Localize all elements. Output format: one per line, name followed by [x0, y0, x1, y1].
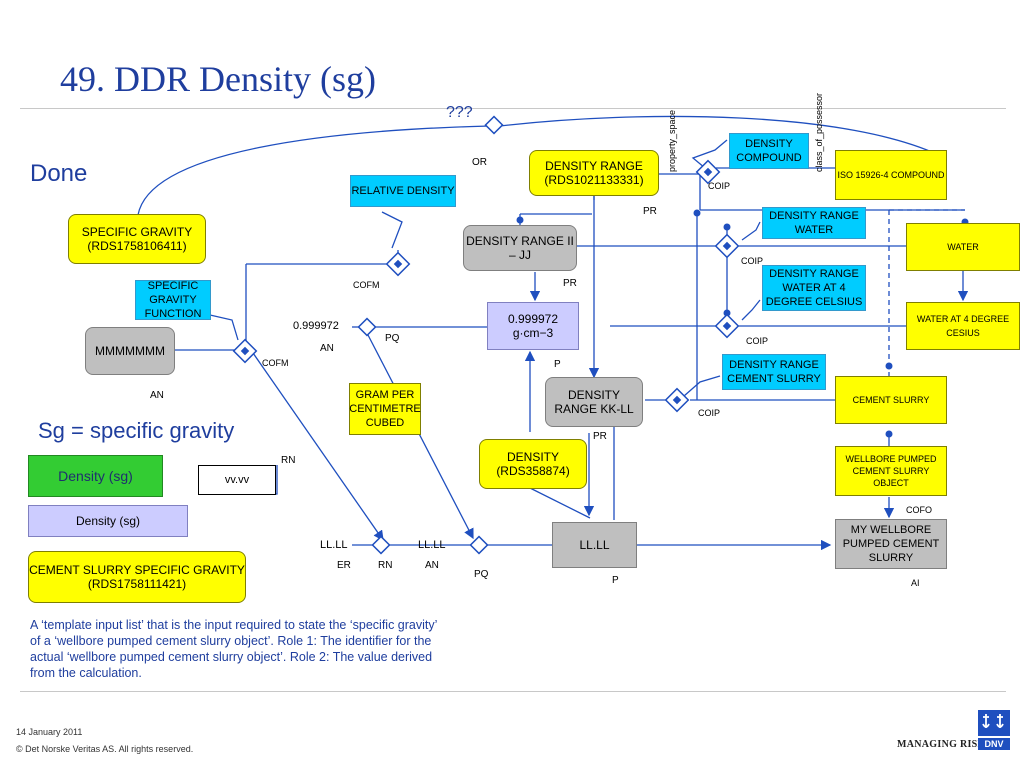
or-label: OR [472, 157, 487, 168]
rn-label: RN [378, 560, 393, 571]
coip-label: COIP [741, 256, 764, 266]
mmmm-box[interactable]: MMMMMMM [85, 327, 175, 375]
cofm-label: COFM [353, 280, 380, 290]
explanation-note: A ‘template input list’ that is the inpu… [30, 618, 437, 680]
cement-sg-box[interactable]: CEMENT SLURRY SPECIFIC GRAVITY (RDS17581… [28, 551, 246, 603]
water4-box[interactable]: WATER AT 4 DEGREE CESIUS [906, 302, 1020, 350]
sg-definition: Sg = specific gravity [38, 418, 235, 443]
density-sg-lav-box[interactable]: Density (sg) [28, 505, 188, 537]
ll-label: LL.LL [418, 539, 446, 551]
density-rds-box[interactable]: DENSITY (RDS358874) [479, 439, 587, 489]
title-divider [20, 108, 1006, 109]
footer-copyright: © Det Norske Veritas AS. All rights rese… [16, 744, 194, 754]
pr-label: PR [593, 431, 607, 442]
my-wellbore-box[interactable]: MY WELLBORE PUMPED CEMENT SLURRY [835, 519, 947, 569]
value-gcm3-box[interactable]: 0.999972 g·cm−3 [487, 302, 579, 350]
iso-compound-box[interactable]: ISO 15926-4 COMPOUND [835, 150, 947, 200]
cofo-label: COFO [906, 505, 932, 515]
pr-label: PR [643, 206, 657, 217]
water-box[interactable]: WATER [906, 223, 1020, 271]
cement-slurry-box[interactable]: CEMENT SLURRY [835, 376, 947, 424]
density-compound-box[interactable]: DENSITY COMPOUND [729, 133, 809, 169]
p-label: P [612, 575, 619, 586]
page-title: 49. DDR Density (sg) [60, 59, 376, 99]
p-label: P [554, 359, 561, 370]
relative-density-box[interactable]: RELATIVE DENSITY [350, 175, 456, 207]
density-range-box[interactable]: DENSITY RANGE (RDS1021133331) [529, 150, 659, 196]
value-label: 0.999972 [293, 320, 339, 332]
an-label: AN [320, 343, 334, 354]
pq-label: PQ [385, 333, 400, 344]
wellbore-object-box[interactable]: WELLBORE PUMPED CEMENT SLURRY OBJECT [835, 446, 947, 496]
sg-function-box[interactable]: SPECIFIC GRAVITY FUNCTION [135, 280, 211, 320]
done-label: Done [30, 160, 88, 187]
dnv-logo: DNV [978, 710, 1010, 750]
property-space-label: property_space [667, 109, 677, 172]
cofm-label: COFM [262, 358, 289, 368]
vv-value-box[interactable]: vv.vv [198, 465, 276, 495]
class-of-possessor-label: class_of_possessor [814, 92, 824, 172]
an-label: AN [425, 560, 439, 571]
footer-tagline: MANAGING RISK [897, 739, 986, 750]
density-range-ii-box[interactable]: DENSITY RANGE II – JJ [463, 225, 577, 271]
ll-value-box[interactable]: LL.LL [552, 522, 637, 568]
dr-cement-box[interactable]: DENSITY RANGE CEMENT SLURRY [722, 354, 826, 390]
pq-label: PQ [474, 569, 489, 580]
pr-label: PR [563, 278, 577, 289]
dr-water4-box[interactable]: DENSITY RANGE WATER AT 4 DEGREE CELSIUS [762, 265, 866, 311]
unknown-label: ??? [446, 104, 473, 121]
dr-water-box[interactable]: DENSITY RANGE WATER [762, 207, 866, 239]
coip-label: COIP [746, 336, 769, 346]
ai-label: AI [911, 578, 920, 588]
rn-label: RN [281, 455, 296, 466]
footer-divider [20, 691, 1006, 692]
density-sg-green-box[interactable]: Density (sg) [28, 455, 163, 497]
gram-per-cc-box[interactable]: GRAM PER CENTIMETRE CUBED [349, 383, 421, 435]
arc-left [137, 125, 491, 216]
arc-right [499, 115, 946, 159]
er-label: ER [337, 560, 351, 571]
ll-label: LL.LL [320, 539, 348, 551]
footer-date: 14 January 2011 [16, 727, 83, 737]
an-label: AN [150, 390, 164, 401]
coip-label: COIP [698, 408, 721, 418]
coip-label: COIP [708, 181, 731, 191]
specific-gravity-box[interactable]: SPECIFIC GRAVITY (RDS1758106411) [68, 214, 206, 264]
dnv-brand: DNV [984, 739, 1004, 749]
density-range-kk-box[interactable]: DENSITY RANGE KK-LL [545, 377, 643, 427]
